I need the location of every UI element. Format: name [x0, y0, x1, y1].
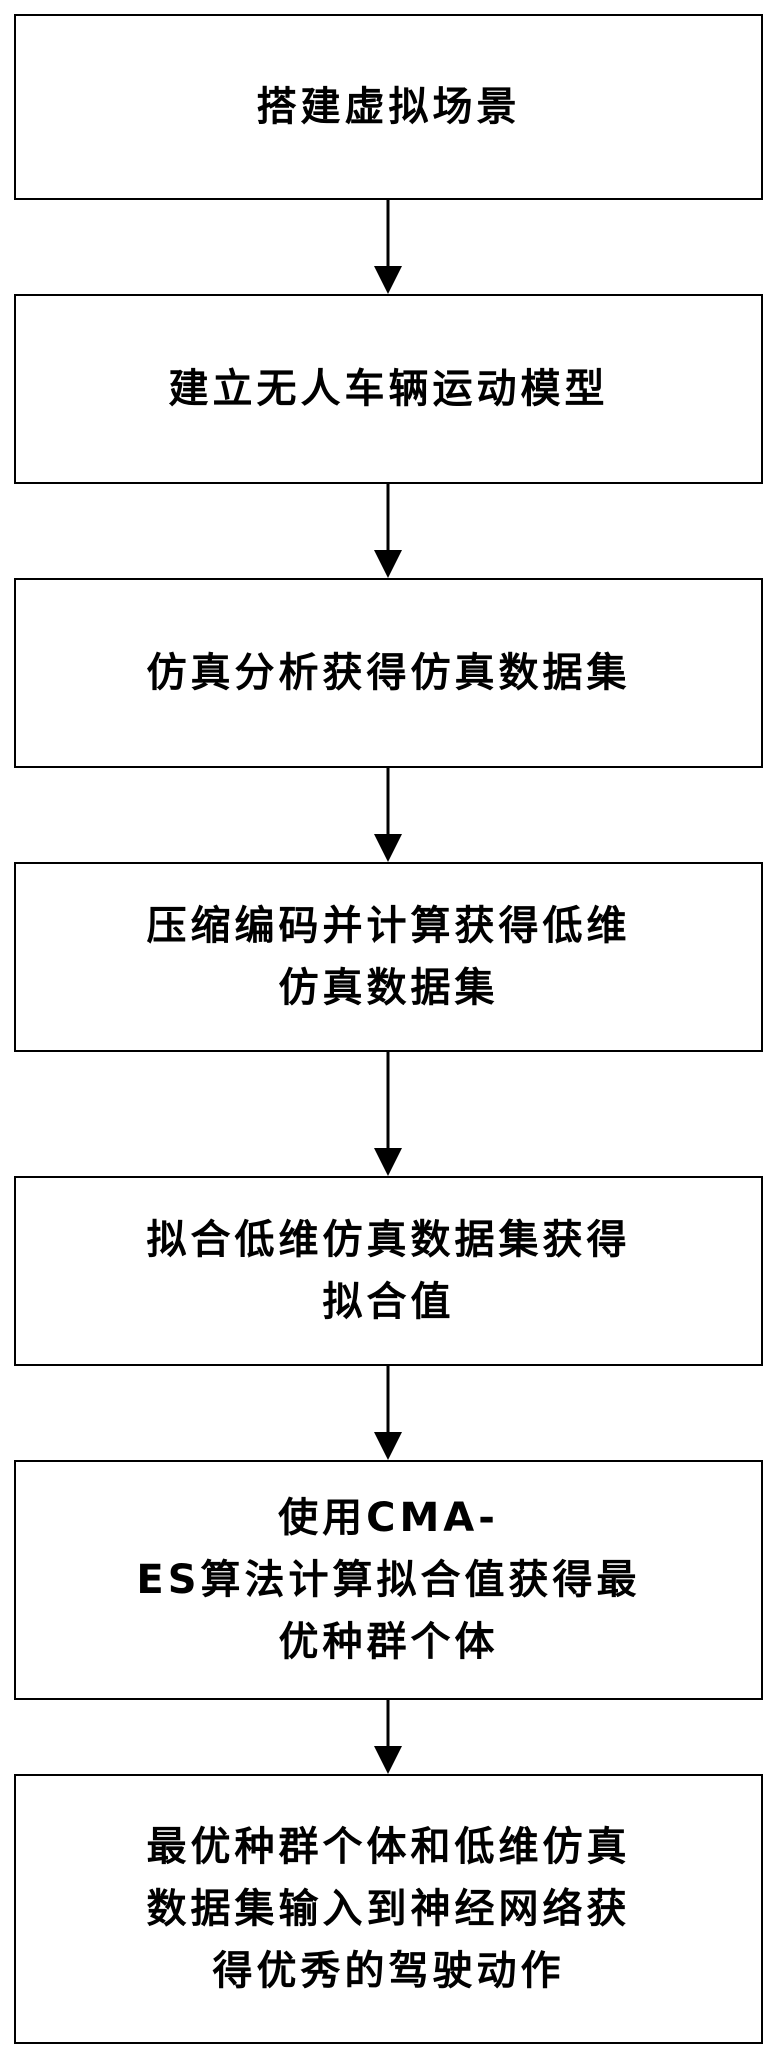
arrow-step3-to-step4 [374, 768, 402, 862]
arrow-step1-to-step2 [374, 200, 402, 294]
step-7-text: 最优种群个体和低维仿真 数据集输入到神经网络获 得优秀的驾驶动作 [146, 1824, 631, 1994]
step-4-box: 压缩编码并计算获得低维 仿真数据集 [14, 862, 763, 1052]
step-2-text: 建立无人车辆运动模型 [168, 366, 609, 412]
arrow-step2-to-step3 [374, 484, 402, 578]
step-5-box: 拟合低维仿真数据集获得 拟合值 [14, 1176, 763, 1366]
arrow-step4-to-step5 [374, 1052, 402, 1176]
step-7-box: 最优种群个体和低维仿真 数据集输入到神经网络获 得优秀的驾驶动作 [14, 1774, 763, 2044]
arrow-step6-to-step7 [374, 1700, 402, 1774]
step-6-text: 使用CMA- ES算法计算拟合值获得最 优种群个体 [136, 1495, 641, 1665]
step-3-text: 仿真分析获得仿真数据集 [146, 650, 631, 696]
step-1-box: 搭建虚拟场景 [14, 14, 763, 200]
step-1-text: 搭建虚拟场景 [256, 84, 521, 130]
step-5-text: 拟合低维仿真数据集获得 拟合值 [146, 1217, 631, 1325]
arrow-step5-to-step6 [374, 1366, 402, 1460]
step-2-box: 建立无人车辆运动模型 [14, 294, 763, 484]
step-4-text: 压缩编码并计算获得低维 仿真数据集 [146, 903, 631, 1011]
step-6-box: 使用CMA- ES算法计算拟合值获得最 优种群个体 [14, 1460, 763, 1700]
step-3-box: 仿真分析获得仿真数据集 [14, 578, 763, 768]
